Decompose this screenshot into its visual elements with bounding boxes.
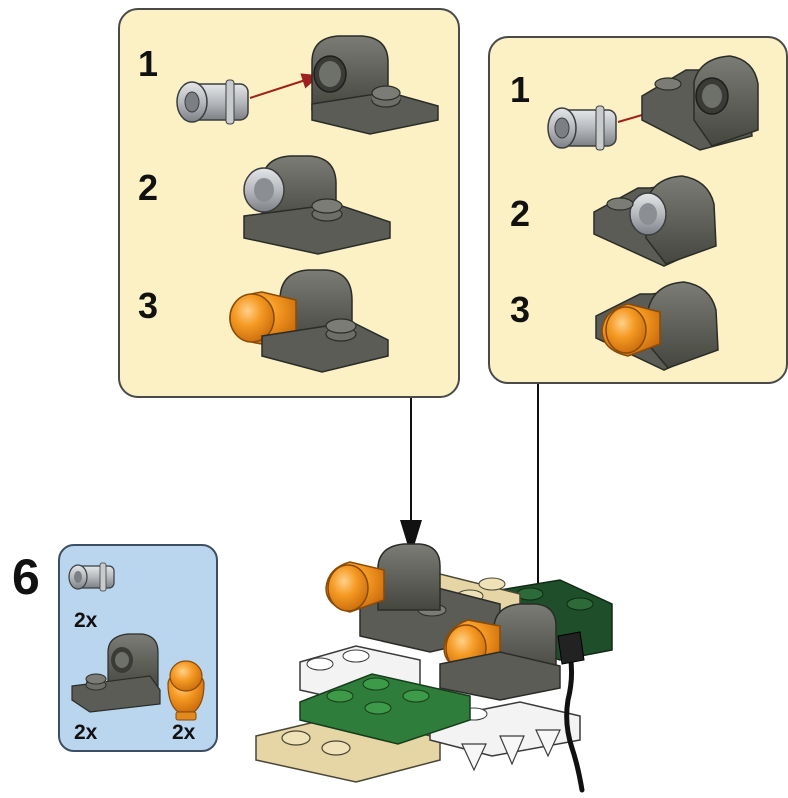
orange-cone-icon [167,660,205,721]
substep-number: 2 [510,193,531,234]
bracket-plate-icon [311,35,439,135]
part-quantity: 2x [172,721,196,744]
bracket-with-orange-cone-assembly [595,281,719,371]
substep-number: 1 [138,43,159,84]
insert-arrow [249,73,320,99]
pin-connector-icon [68,562,115,592]
part-quantity: 2x [74,721,98,744]
bracket-plate-icon [641,55,759,151]
bracket-with-pin-assembly [243,155,391,255]
callout-pointer-left [400,398,422,556]
substep-number: 2 [138,167,159,208]
substep-number: 3 [510,289,531,330]
substep-number: 1 [510,69,531,110]
bracket-with-orange-cone-assembly [229,269,389,373]
main-model-assembly [255,543,613,793]
step-number: 6 [12,549,40,605]
substep-number: 3 [138,285,159,326]
pin-connector-icon [176,79,249,125]
part-quantity: 2x [74,609,98,632]
bracket-with-pin-assembly [593,175,717,267]
bracket-plate-icon [71,633,161,713]
pin-connector-icon [547,105,617,151]
